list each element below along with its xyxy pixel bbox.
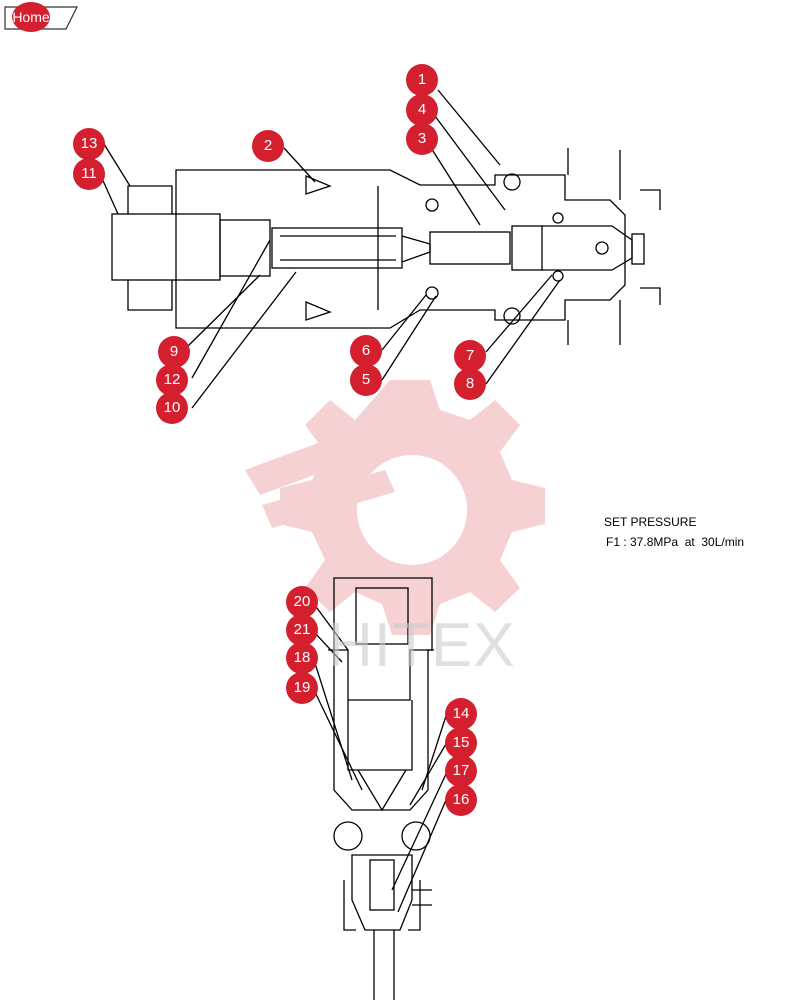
home-button[interactable]: Home — [12, 2, 50, 32]
callout-part-16[interactable]: 16 — [445, 784, 477, 816]
callout-part-20[interactable]: 20 — [286, 586, 318, 618]
watermark-gear-icon — [245, 380, 545, 635]
watermark-text: HITEX — [328, 611, 516, 680]
set-pressure-title: SET PRESSURE — [604, 515, 697, 529]
callout-part-18[interactable]: 18 — [286, 642, 318, 674]
callout-part-1[interactable]: 1 — [406, 64, 438, 96]
callout-part-7[interactable]: 7 — [454, 340, 486, 372]
callout-part-17[interactable]: 17 — [445, 755, 477, 787]
callout-part-15[interactable]: 15 — [445, 727, 477, 759]
callout-part-11[interactable]: 11 — [73, 158, 105, 190]
callout-part-21[interactable]: 21 — [286, 614, 318, 646]
callout-part-19[interactable]: 19 — [286, 672, 318, 704]
callout-part-9[interactable]: 9 — [158, 336, 190, 368]
callout-part-3[interactable]: 3 — [406, 123, 438, 155]
callout-part-10[interactable]: 10 — [156, 392, 188, 424]
callout-part-12[interactable]: 12 — [156, 364, 188, 396]
callout-part-2[interactable]: 2 — [252, 130, 284, 162]
set-pressure-value: F1 : 37.8MPa at 30L/min — [606, 535, 745, 549]
callout-part-4[interactable]: 4 — [406, 94, 438, 126]
callout-part-8[interactable]: 8 — [454, 368, 486, 400]
callout-part-13[interactable]: 13 — [73, 128, 105, 160]
callout-part-6[interactable]: 6 — [350, 335, 382, 367]
callout-part-14[interactable]: 14 — [445, 698, 477, 730]
callout-part-5[interactable]: 5 — [350, 364, 382, 396]
